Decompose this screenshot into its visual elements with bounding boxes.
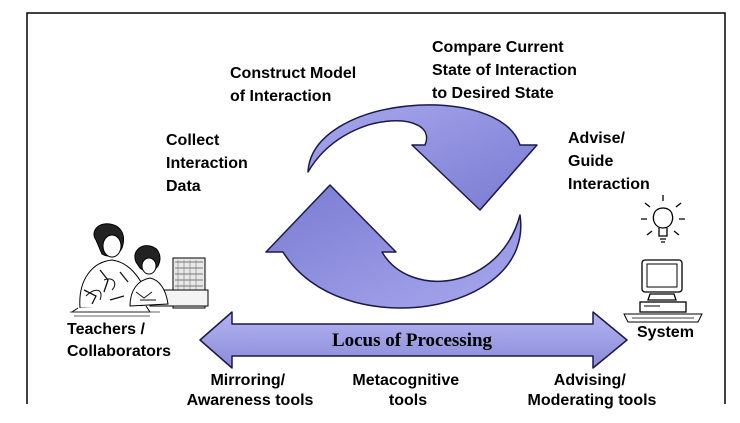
locus-double-arrow — [199, 311, 628, 369]
advising-tools-label: Advising/ Moderating tools — [528, 372, 657, 409]
collect-step-label: Collect Interaction Data — [166, 132, 252, 195]
teachers-collaborators-label: Teachers / Collaborators — [67, 321, 171, 360]
lightbulb-icon — [641, 195, 685, 243]
cycle-arrow-bottom — [265, 184, 522, 309]
compare-step-label: Compare Current State of Interaction to … — [432, 39, 581, 102]
system-label: System — [637, 324, 694, 341]
computer-icon — [623, 259, 703, 323]
advise-step-label: Advise/ Guide Interaction — [568, 130, 650, 193]
figure-frame — [26, 12, 726, 404]
teacher-student-illustration — [70, 223, 209, 317]
locus-of-processing-label: Locus of Processing — [332, 330, 493, 351]
metacognitive-tools-label: Metacognitive tools — [352, 372, 463, 409]
construct-model-step-label: Construct Model of Interaction — [230, 65, 361, 105]
cycle-arrow-top — [307, 104, 538, 211]
mirroring-tools-label: Mirroring/ Awareness tools — [187, 372, 314, 409]
